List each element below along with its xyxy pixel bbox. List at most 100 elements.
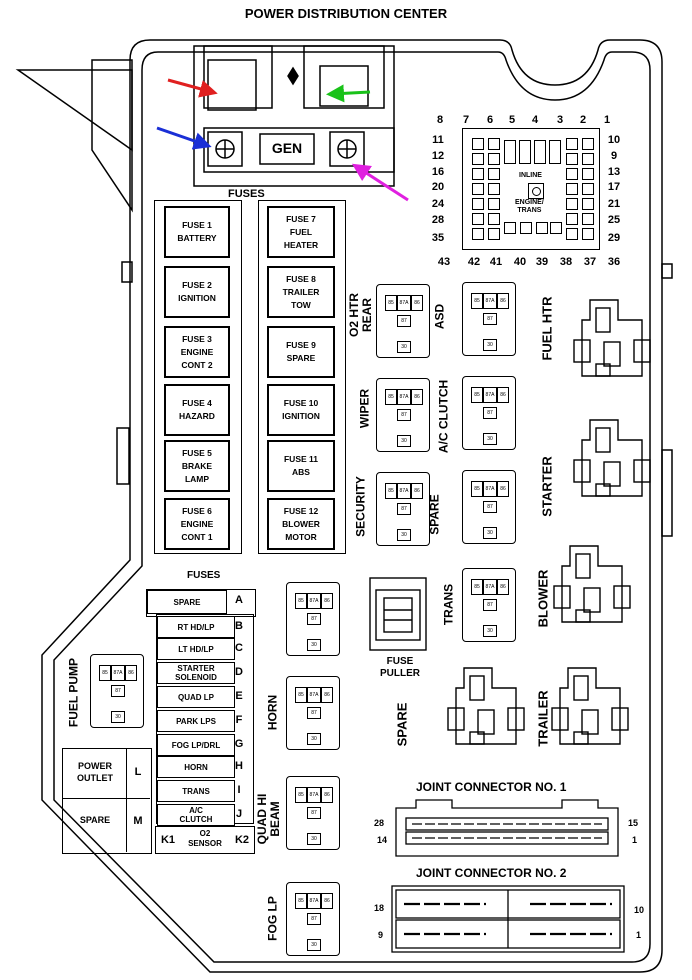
pin-29: 29 [607,232,621,244]
terminal-87: 87 [397,315,411,327]
fuse-4[interactable]: FUSE 4 HAZARD [164,384,230,436]
fuses-label-mini: FUSES [187,570,221,581]
outlet-divider [62,798,150,799]
fuse-11[interactable]: FUSE 11 ABS [267,440,335,492]
fuse-column-left [154,200,242,554]
power-outlet-label: POWER OUTLET [77,761,113,783]
terminal-30: 30 [397,529,411,541]
pin-6: 6 [486,114,494,126]
socket [566,228,578,240]
mini-fuse-h[interactable]: HORN [157,756,235,778]
socket [566,213,578,225]
pin-5: 5 [508,114,516,126]
mini-fuse-letter-d: D [235,666,243,678]
mini-fuse-letter-c: C [235,642,243,654]
mini-fuse-e[interactable]: QUAD LP [157,686,235,708]
socket [488,168,500,180]
terminal-87: 87 [307,613,321,625]
fuse-puller[interactable] [368,576,428,652]
fuse-1[interactable]: FUSE 1 BATTERY [164,206,230,258]
fuse-3[interactable]: FUSE 3 ENGINE CONT 2 [164,326,230,378]
inline-connector[interactable] [462,128,600,250]
fuse-column-right [258,200,346,554]
pin-17: 17 [607,181,621,193]
terminal-87: 87 [307,913,321,925]
pin-10: 10 [607,134,621,146]
fuse-12[interactable]: FUSE 12 BLOWER MOTOR [267,498,335,550]
socket [472,183,484,195]
fuse-6[interactable]: FUSE 6 ENGINE CONT 1 [164,498,230,550]
socket [549,140,561,164]
terminal-85: 85 [295,593,307,609]
outlet-letter-l: L [134,766,142,778]
fuse-2[interactable]: FUSE 2 IGNITION [164,266,230,318]
pin-9: 9 [610,150,618,162]
pin-16: 16 [431,166,445,178]
mini-fuse-g[interactable]: FOG LP/DRL [157,734,235,756]
diagram-title: POWER DISTRIBUTION CENTER [244,6,448,21]
pin-42: 42 [467,256,481,268]
jc1-pin-14: 14 [377,835,388,845]
joint-connector-2[interactable] [390,884,626,954]
mini-fuse-a[interactable]: SPARE [147,590,227,614]
mini-fuse-c[interactable]: LT HD/LP [157,638,235,660]
o2-sensor-fuse[interactable]: K1 O2 SENSOR K2 [155,826,255,854]
terminal-87: 87 [307,807,321,819]
terminal-87a: 87A [397,389,411,405]
terminal-30: 30 [483,625,497,637]
jc2-pin-10: 10 [634,905,645,915]
socket [504,222,516,234]
terminal-87a: 87A [307,787,321,803]
pin-21: 21 [607,198,621,210]
terminal-87: 87 [483,599,497,611]
fuse-10[interactable]: FUSE 10 IGNITION [267,384,335,436]
terminal-87: 87 [307,707,321,719]
mini-fuse-f[interactable]: PARK LPS [157,710,235,732]
socket [566,153,578,165]
socket [472,228,484,240]
socket [550,222,562,234]
pin-12: 12 [431,150,445,162]
terminal-85: 85 [385,483,397,499]
fuse-8[interactable]: FUSE 8 TRAILER TOW [267,266,335,318]
socket [472,153,484,165]
green-arrow [326,84,371,103]
pin-37: 37 [583,256,597,268]
fuse-7[interactable]: FUSE 7 FUEL HEATER [267,206,335,258]
fuse-5[interactable]: FUSE 5 BRAKE LAMP [164,440,230,492]
terminal-86: 86 [321,687,333,703]
pin-35: 35 [431,232,445,244]
terminal-86: 86 [497,387,509,403]
terminal-30: 30 [307,733,321,745]
terminal-85: 85 [295,893,307,909]
joint-connector-1[interactable] [392,798,622,858]
mini-fuse-letter-f: F [235,714,243,726]
mini-fuse-i[interactable]: TRANS [157,780,235,802]
terminal-86: 86 [411,389,423,405]
terminal-86: 86 [321,893,333,909]
mini-fuse-j[interactable]: A/C CLUTCH [157,804,235,826]
pin-13: 13 [607,166,621,178]
fuse-9[interactable]: FUSE 9 SPARE [267,326,335,378]
terminal-30: 30 [307,939,321,951]
terminal-30: 30 [483,527,497,539]
socket [582,228,594,240]
inline-socket [528,183,544,199]
socket [520,222,532,234]
jc2-pin-1: 1 [636,930,642,940]
mini-fuse-d[interactable]: STARTER SOLENOID [157,662,235,684]
mini-fuse-letter-i: I [237,784,241,796]
